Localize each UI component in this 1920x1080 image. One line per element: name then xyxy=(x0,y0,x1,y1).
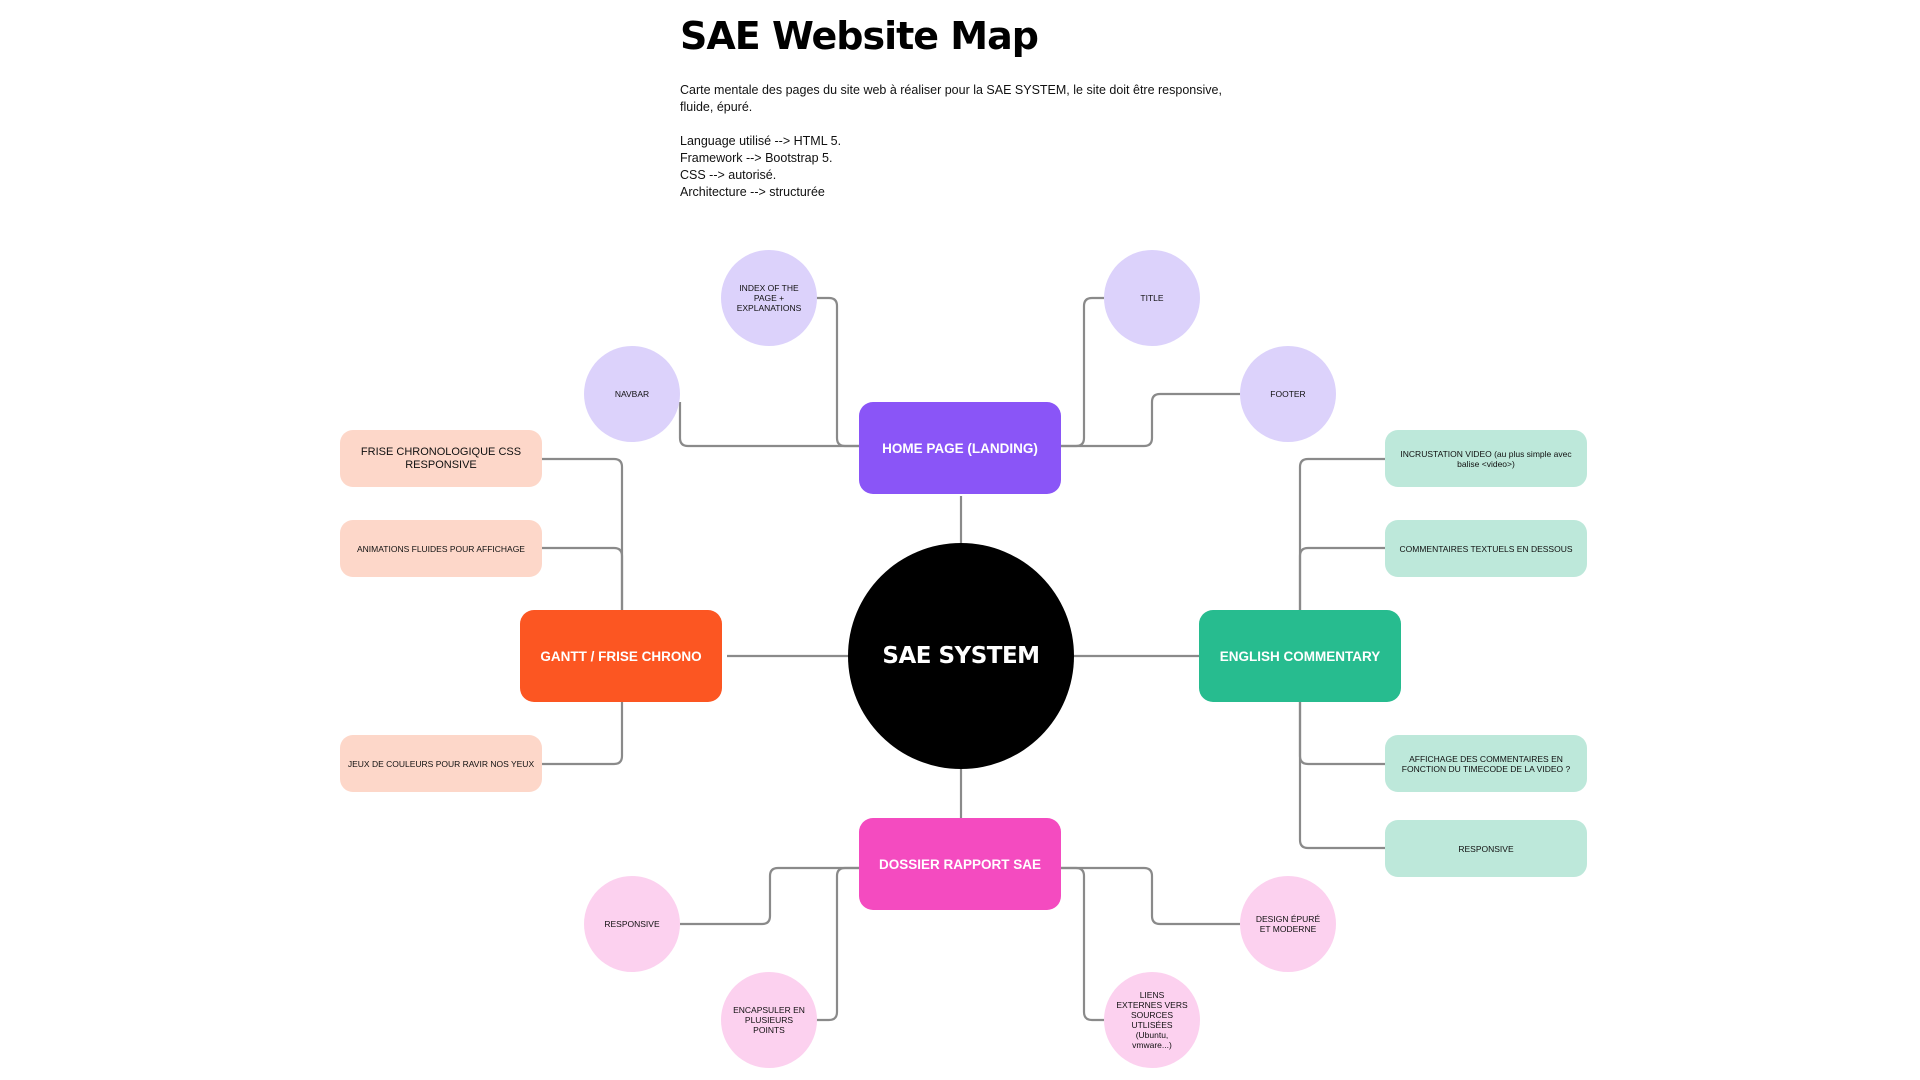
leaf-home-title[interactable]: TITLE xyxy=(1104,250,1200,346)
connector-home-navbar xyxy=(678,402,859,448)
branch-gantt[interactable]: GANTT / FRISE CHRONO xyxy=(520,610,722,702)
leaf-gantt-frise[interactable]: FRISE CHRONOLOGIQUE CSS RESPONSIVE xyxy=(340,430,542,487)
connector-dossier-encapsuler xyxy=(816,866,859,1022)
connector-dossier-design xyxy=(1061,866,1240,926)
connector-english-timecode xyxy=(1298,702,1385,766)
connector-dossier-responsive xyxy=(680,866,859,926)
description-css: CSS --> autorisé. xyxy=(680,168,777,182)
description-framework: Framework --> Bootstrap 5. xyxy=(680,151,833,165)
leaf-dossier-encapsuler[interactable]: ENCAPSULER EN PLUSIEURS POINTS xyxy=(721,972,817,1068)
connector-gantt-frise xyxy=(542,457,624,610)
connector-dossier-liens xyxy=(1061,866,1104,1022)
page-description: Carte mentale des pages du site web à ré… xyxy=(680,82,1240,201)
leaf-dossier-design[interactable]: DESIGN ÉPURÉ ET MODERNE xyxy=(1240,876,1336,972)
connector-english-video xyxy=(1298,457,1385,610)
connector-home-title xyxy=(1061,296,1104,448)
connector-gantt-couleurs xyxy=(542,702,624,766)
leaf-dossier-responsive[interactable]: RESPONSIVE xyxy=(584,876,680,972)
connector-english-responsive xyxy=(1298,702,1385,850)
leaf-english-responsive[interactable]: RESPONSIVE xyxy=(1385,820,1587,877)
leaf-english-video[interactable]: INCRUSTATION VIDEO (au plus simple avec … xyxy=(1385,430,1587,487)
leaf-dossier-liens[interactable]: LIENS EXTERNES VERS SOURCES UTLISÉES (Ub… xyxy=(1104,972,1200,1068)
branch-english-commentary[interactable]: ENGLISH COMMENTARY xyxy=(1199,610,1401,702)
leaf-gantt-couleurs[interactable]: JEUX DE COULEURS POUR RAVIR NOS YEUX xyxy=(340,735,542,792)
leaf-english-textuels[interactable]: COMMENTAIRES TEXTUELS EN DESSOUS xyxy=(1385,520,1587,577)
connector-gantt-animations xyxy=(542,546,624,610)
description-architecture: Architecture --> structurée xyxy=(680,185,825,199)
leaf-gantt-animations[interactable]: ANIMATIONS FLUIDES POUR AFFICHAGE xyxy=(340,520,542,577)
connector-english-textuels xyxy=(1298,546,1385,610)
page-title: SAE Website Map xyxy=(680,14,1039,58)
description-language: Language utilisé --> HTML 5. xyxy=(680,134,842,148)
description-paragraph: Carte mentale des pages du site web à ré… xyxy=(680,83,1222,114)
leaf-english-timecode[interactable]: AFFICHAGE DES COMMENTAIRES EN FONCTION D… xyxy=(1385,735,1587,792)
connector-home-index xyxy=(816,296,859,448)
center-node[interactable]: SAE SYSTEM xyxy=(848,543,1074,769)
leaf-home-index[interactable]: INDEX OF THE PAGE + EXPLANATIONS xyxy=(721,250,817,346)
connector-home-footer xyxy=(1061,392,1240,448)
leaf-home-navbar[interactable]: NAVBAR xyxy=(584,346,680,442)
branch-dossier-rapport[interactable]: DOSSIER RAPPORT SAE xyxy=(859,818,1061,910)
branch-home-page[interactable]: HOME PAGE (LANDING) xyxy=(859,402,1061,494)
leaf-home-footer[interactable]: FOOTER xyxy=(1240,346,1336,442)
